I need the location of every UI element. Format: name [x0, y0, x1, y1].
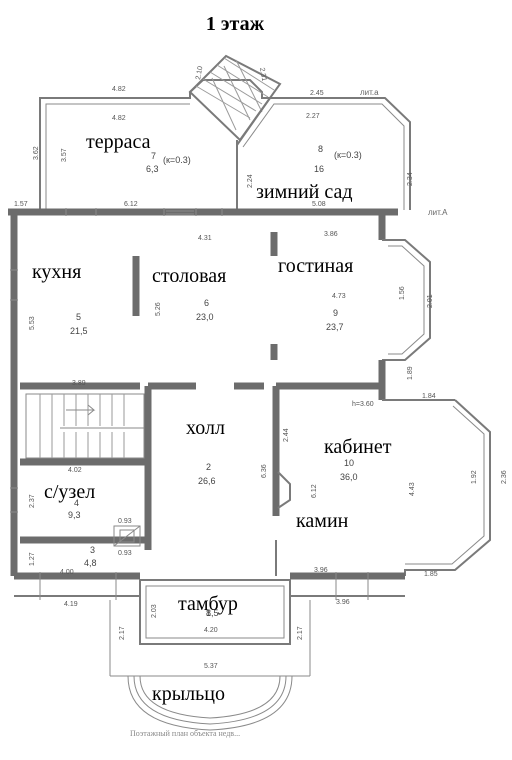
terrace-steps	[188, 54, 282, 142]
dim-label: 1.56	[399, 286, 406, 300]
room-label-kitchen: кухня	[32, 261, 81, 283]
room-no-hall: 2	[206, 462, 211, 472]
room-sub-terrace: (к=0.3)	[163, 155, 191, 165]
room-label-bathroom: с/узел	[44, 481, 95, 503]
dim-label: 1.89	[407, 366, 414, 380]
dim-label: 4.82	[112, 86, 126, 93]
room-area-vestibule: 8,5	[206, 608, 219, 618]
room-label-terrace: терраса	[86, 131, 151, 153]
vestibule	[139, 579, 291, 645]
dim-label: 2.36	[501, 470, 508, 484]
room-no-winter-garden: 8	[318, 144, 323, 154]
room-no-study: 10	[344, 458, 354, 468]
dim-label: 3.89	[72, 380, 86, 387]
window-marks	[10, 208, 369, 600]
room-area-dining: 23,0	[196, 312, 214, 322]
room-label-dining: столовая	[152, 265, 226, 287]
room-area-kitchen: 21,5	[70, 326, 88, 336]
dim-label: 6.12	[311, 484, 318, 498]
room-area-hall: 26,6	[198, 476, 216, 486]
dimension-labels: 4.82 4.82 2.10 2.31 2.45 2.27 3.62 3.57 …	[14, 66, 508, 670]
dim-label: 3.62	[33, 146, 40, 160]
room-no-vestibule: 1	[206, 608, 211, 618]
room-area-living: 23,7	[326, 322, 344, 332]
room-label-fireplace: камин	[296, 510, 349, 532]
dim-label: 2.34	[407, 172, 414, 186]
dim-label: 4.43	[409, 482, 416, 496]
room-label-living: гостиная	[278, 255, 353, 277]
dim-label: 4.20	[204, 627, 218, 634]
dim-label: 3.96	[336, 599, 350, 606]
lit-a-small-label: лит.а	[360, 88, 379, 97]
dim-label: 2.24	[247, 174, 254, 188]
dim-label: 3.86	[324, 231, 338, 238]
dim-label: 1.84	[422, 393, 436, 400]
room-label-winter-garden: зимний сад	[256, 181, 353, 203]
dim-label: 5.53	[29, 316, 36, 330]
floor-title: 1 этаж	[206, 13, 265, 35]
dim-label: 3.57	[61, 148, 68, 162]
room-no-terrace: 7	[151, 151, 156, 161]
dim-label: 2.37	[29, 494, 36, 508]
hall-staircase	[25, 393, 145, 459]
room-label-hall: холл	[186, 417, 225, 439]
room-no-bathroom: 4	[74, 498, 79, 508]
dim-label: 1.27	[29, 552, 36, 566]
interior-walls	[20, 232, 382, 576]
vent-box	[113, 525, 141, 547]
room-area-study: 36,0	[340, 472, 358, 482]
winter-garden-outline	[236, 97, 411, 210]
dim-label: 1.57	[14, 201, 28, 208]
dim-label: 4.02	[68, 467, 82, 474]
dim-label: 4.73	[332, 293, 346, 300]
footer-note: Поэтажный план объекта недв...	[130, 729, 240, 738]
dim-label: 2.31	[258, 67, 267, 82]
room-sub-winter-garden: (к=0.3)	[334, 150, 362, 160]
dim-label: 4.31	[198, 235, 212, 242]
dim-label: 5.08	[312, 201, 326, 208]
dim-label: 2.03	[151, 604, 158, 618]
room-area-closet: 4,8	[84, 558, 97, 568]
lit-a-big-label: лит.А	[428, 208, 448, 217]
dim-label: 3.96	[314, 567, 328, 574]
room-label-vestibule: тамбур	[178, 593, 238, 615]
terrace-outline	[39, 79, 270, 210]
height-note: h=3.60	[352, 401, 374, 408]
dim-label: 1.92	[471, 470, 478, 484]
room-no-closet: 3	[90, 545, 95, 555]
room-label-study: кабинет	[324, 436, 392, 458]
dim-label: 0.93	[118, 550, 132, 557]
dim-label: 1.85	[424, 571, 438, 578]
dim-label: 2.27	[306, 113, 320, 120]
dim-label: 2.17	[297, 626, 304, 640]
dim-label: 2.17	[119, 626, 126, 640]
porch	[109, 600, 311, 731]
dim-label: 6.12	[124, 201, 138, 208]
dim-label: 2.45	[310, 90, 324, 97]
main-walls	[8, 208, 491, 597]
dim-label: 6.36	[261, 464, 268, 478]
dim-label: 4.19	[64, 601, 78, 608]
fireplace	[277, 471, 291, 509]
room-no-kitchen: 5	[76, 312, 81, 322]
dim-label: 2.01	[427, 294, 434, 308]
dim-label: 4.82	[112, 115, 126, 122]
dim-label: 4.00	[60, 569, 74, 576]
dim-label: 2.44	[283, 428, 290, 442]
dim-label: 5.37	[204, 663, 218, 670]
room-area-bathroom: 9,3	[68, 510, 81, 520]
dim-label: 2.10	[195, 66, 204, 81]
room-label-porch: крыльцо	[152, 683, 225, 705]
room-area-terrace: 6,3	[146, 164, 159, 174]
room-area-winter-garden: 16	[314, 164, 324, 174]
room-no-dining: 6	[204, 298, 209, 308]
room-no-living: 9	[333, 308, 338, 318]
dim-label: 5.26	[155, 302, 162, 316]
dim-label: 0.93	[118, 518, 132, 525]
